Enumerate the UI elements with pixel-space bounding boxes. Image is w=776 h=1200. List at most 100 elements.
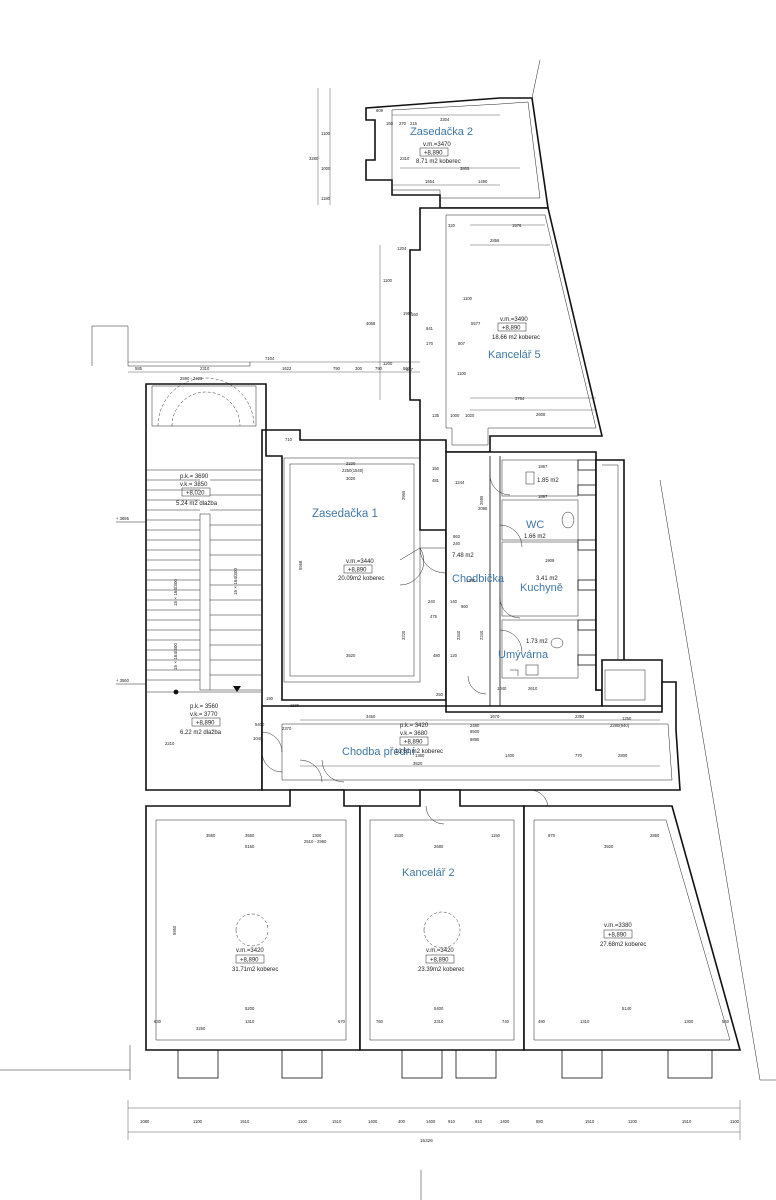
svg-text:400: 400 bbox=[398, 1119, 406, 1124]
svg-text:1250: 1250 bbox=[622, 716, 632, 721]
svg-text:2310: 2310 bbox=[400, 156, 410, 161]
core-sanitary: Chodbička 7.48 m2 WC 1.66 m2 1.85 m2 Kuc… bbox=[428, 451, 663, 707]
svg-text:1000: 1000 bbox=[450, 413, 460, 418]
kancelar2-level: +8,890 bbox=[430, 958, 449, 964]
svg-text:480: 480 bbox=[433, 653, 441, 658]
svg-text:2800: 2800 bbox=[618, 753, 628, 758]
kancelar-left-area: 31.71m2 koberec bbox=[232, 967, 278, 973]
svg-text:2310: 2310 bbox=[434, 1019, 444, 1024]
umyvarna-name: Umývárna bbox=[498, 649, 549, 661]
svg-text:1100: 1100 bbox=[463, 296, 473, 301]
svg-text:2220: 2220 bbox=[346, 461, 356, 466]
svg-text:190: 190 bbox=[266, 696, 274, 701]
kancelar-left-height: v.m.=3420 bbox=[236, 948, 264, 954]
svg-text:1622: 1622 bbox=[282, 366, 292, 371]
svg-text:1400: 1400 bbox=[426, 1119, 436, 1124]
svg-text:740: 740 bbox=[502, 1019, 510, 1024]
svg-text:2610: 2610 bbox=[528, 686, 538, 691]
svg-text:3450: 3450 bbox=[366, 714, 376, 719]
level-left-top: + 3695 bbox=[116, 516, 130, 521]
svg-text:863: 863 bbox=[453, 534, 461, 539]
svg-text:4068: 4068 bbox=[366, 321, 376, 326]
svg-text:790: 790 bbox=[333, 366, 341, 371]
svg-text:3520: 3520 bbox=[413, 761, 423, 766]
landing-pk: p.k.= 3690 bbox=[180, 474, 209, 480]
svg-text:1510: 1510 bbox=[682, 1119, 692, 1124]
svg-text:1080: 1080 bbox=[140, 1119, 150, 1124]
svg-text:160: 160 bbox=[386, 121, 394, 126]
room-zasedacka-1: Zasedačka 1 v.m.=3440 +8,890 20.09m2 kob… bbox=[265, 429, 447, 701]
svg-text:630: 630 bbox=[154, 1019, 162, 1024]
svg-text:5140: 5140 bbox=[622, 1006, 632, 1011]
stair-lower-pk: p.k.= 3560 bbox=[190, 704, 219, 710]
chodba-pk: p.k.= 3420 bbox=[400, 723, 429, 729]
stair-lower-level: +8,890 bbox=[196, 721, 215, 727]
zasedacka2-level: +8,890 bbox=[424, 151, 443, 157]
svg-text:507: 507 bbox=[403, 366, 411, 371]
svg-text:9500: 9500 bbox=[470, 729, 480, 734]
svg-text:3220: 3220 bbox=[401, 630, 406, 640]
kancelar5-height: v.m.=3490 bbox=[500, 317, 528, 323]
svg-text:5577: 5577 bbox=[471, 321, 481, 326]
zasedacka1-name: Zasedačka 1 bbox=[312, 508, 378, 520]
svg-text:2240: 2240 bbox=[479, 630, 484, 640]
chodba-level: +8,890 bbox=[404, 740, 423, 746]
svg-text:2608: 2608 bbox=[536, 412, 546, 417]
svg-text:3020: 3020 bbox=[346, 476, 356, 481]
svg-text:160: 160 bbox=[411, 312, 419, 317]
svg-text:1180: 1180 bbox=[321, 196, 331, 201]
svg-text:3280: 3280 bbox=[309, 156, 319, 161]
svg-text:1360: 1360 bbox=[415, 753, 425, 758]
kancelar2-area: 23.39m2 koberec bbox=[418, 967, 464, 973]
svg-text:960: 960 bbox=[461, 604, 469, 609]
svg-text:1100: 1100 bbox=[730, 1119, 740, 1124]
stair-lower-vk: v.k.= 3770 bbox=[190, 712, 218, 718]
svg-text:1400: 1400 bbox=[368, 1119, 378, 1124]
svg-text:1100: 1100 bbox=[628, 1119, 638, 1124]
svg-text:240: 240 bbox=[453, 541, 461, 546]
stair-run-upper: 15 × 164/300 bbox=[173, 579, 178, 606]
svg-text:2392: 2392 bbox=[575, 714, 585, 719]
svg-text:135: 135 bbox=[432, 413, 440, 418]
svg-text:2856: 2856 bbox=[490, 238, 500, 243]
svg-text:250: 250 bbox=[436, 692, 444, 697]
svg-text:1554: 1554 bbox=[425, 179, 435, 184]
context-lines bbox=[0, 59, 776, 1200]
kancelar-right-height: v.m.=3380 bbox=[604, 923, 632, 929]
kancelar2-name: Kancelář 2 bbox=[402, 867, 455, 879]
svg-text:2860: 2860 bbox=[650, 833, 660, 838]
kancelar-right-area: 27.68m2 koberec bbox=[600, 942, 646, 948]
chodbicka-name: Chodbička bbox=[452, 573, 505, 585]
svg-text:1310: 1310 bbox=[580, 1019, 590, 1024]
svg-text:2590 - 3420: 2590 - 3420 bbox=[180, 376, 203, 381]
svg-text:1100: 1100 bbox=[383, 278, 393, 283]
svg-text:300: 300 bbox=[355, 366, 363, 371]
svg-text:3805: 3805 bbox=[460, 166, 470, 171]
svg-text:770: 770 bbox=[575, 753, 583, 758]
svg-text:790: 790 bbox=[375, 366, 383, 371]
svg-text:1576: 1576 bbox=[512, 223, 522, 228]
svg-text:910: 910 bbox=[475, 1119, 483, 1124]
staircase: p.k.= 3690 v.k.= 3850 +8,020 5.24 m2 dla… bbox=[116, 377, 267, 791]
wc-small-area: 1.85 m2 bbox=[537, 478, 559, 484]
svg-text:120: 120 bbox=[450, 653, 458, 658]
stair-run-side: 15 × 164/300 bbox=[233, 568, 238, 595]
svg-text:320: 320 bbox=[448, 223, 456, 228]
kuchyne-name: Kuchyně bbox=[520, 582, 563, 594]
zasedacka2-name: Zasedačka 2 bbox=[410, 126, 473, 138]
svg-text:170: 170 bbox=[426, 341, 434, 346]
svg-text:5568: 5568 bbox=[298, 560, 303, 570]
svg-text:1150: 1150 bbox=[491, 833, 501, 838]
svg-text:490: 490 bbox=[538, 1019, 546, 1024]
stair-run-lower: 15 × 164/300 bbox=[173, 643, 178, 670]
svg-text:5200: 5200 bbox=[245, 1006, 255, 1011]
svg-text:270: 270 bbox=[399, 121, 407, 126]
chodbicka-area: 7.48 m2 bbox=[452, 553, 474, 559]
svg-text:9895: 9895 bbox=[470, 737, 480, 742]
svg-text:481: 481 bbox=[432, 478, 440, 483]
svg-text:2480: 2480 bbox=[470, 723, 480, 728]
svg-text:880: 880 bbox=[536, 1119, 544, 1124]
svg-text:1510: 1510 bbox=[585, 1119, 595, 1124]
landing-level: +8,020 bbox=[186, 491, 205, 497]
svg-text:1204: 1204 bbox=[397, 246, 407, 251]
